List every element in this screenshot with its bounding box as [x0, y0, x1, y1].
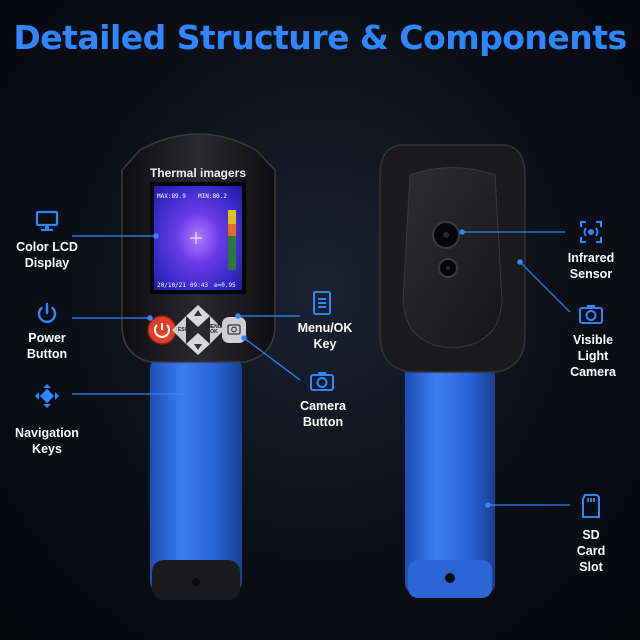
screen-max: MAX:89.9: [157, 193, 186, 200]
back-handle: [405, 350, 495, 595]
menu-ok-key-label: Menu/OK Key: [297, 321, 353, 351]
back-face: [402, 167, 503, 349]
infrared-sensor-label: Infrared Sensor: [567, 251, 615, 281]
dpad-icon: [35, 384, 59, 408]
screen-min: MIN:80.2: [198, 193, 227, 200]
menu-key: [210, 316, 224, 344]
power-button-label: Power Button: [26, 331, 68, 361]
camera-key: [222, 317, 246, 343]
visible-camera-icon: [579, 305, 603, 324]
color-scale: [228, 210, 236, 270]
menu-key-label: MENU OK: [206, 324, 222, 335]
esc-key-label: ESC: [177, 327, 189, 333]
page-title: Detailed Structure & Components: [13, 18, 627, 57]
monitor-icon: [35, 210, 59, 231]
front-handle: [150, 355, 242, 595]
camera-button-label: Camera Button: [300, 399, 346, 429]
front-device: [121, 133, 276, 600]
esc-key: [172, 316, 186, 344]
device-heading: Thermal imagers: [149, 166, 247, 180]
navigation-keys-label: Navigation Keys: [15, 426, 79, 456]
sd-card-slot-label: SD Card Slot: [576, 528, 606, 574]
back-device: [379, 144, 526, 598]
power-icon: [37, 302, 57, 323]
camera-icon: [310, 372, 334, 391]
callout-lines: [72, 229, 571, 508]
lcd-display-label: Color LCD Display: [16, 240, 78, 270]
screen-time: 09:43: [190, 282, 209, 289]
infrared-sensor-icon: [580, 221, 602, 243]
screen-emissivity: e=0.95: [214, 282, 236, 289]
sd-card-icon: [582, 494, 600, 518]
menu-icon: [313, 291, 331, 315]
screen-date: 20/10/21: [157, 282, 186, 289]
visible-light-camera-label: Visible Light Camera: [570, 333, 616, 379]
